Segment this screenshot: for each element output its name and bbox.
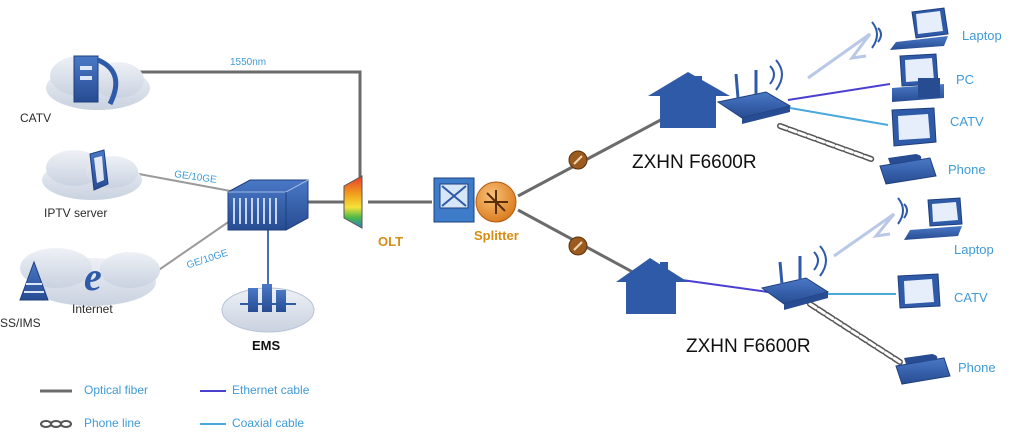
- legend-phone-label: Phone line: [84, 416, 141, 430]
- olt-icon: [343, 175, 363, 229]
- aggregation-switch-icon: [227, 179, 309, 231]
- lower-ont-model-label: ZXHN F6600R: [686, 336, 811, 357]
- legend-coaxial-label: Coaxial cable: [232, 416, 305, 430]
- olt-label: OLT: [378, 234, 404, 249]
- upper-catv-tv-icon: [891, 107, 937, 147]
- ge-link-iptv: [127, 171, 237, 193]
- lower-laptop-label: Laptop: [954, 242, 994, 257]
- upper-ont-router-icon: [716, 59, 792, 124]
- upper-phone-label: Phone: [948, 162, 986, 177]
- ems-icon: [221, 284, 315, 333]
- upper-catv-label: CATV: [950, 114, 984, 129]
- ethernet-to-lower-router: [681, 279, 769, 293]
- upper-house-icon: [648, 72, 730, 128]
- upper-phone-icon: [879, 154, 937, 185]
- upper-laptop-icon: [871, 7, 949, 50]
- catv-source-label: CATV: [20, 111, 52, 125]
- ge-links: [127, 171, 269, 290]
- fiber-connector-lower-icon: [568, 236, 588, 256]
- svg-text:e: e: [84, 254, 102, 299]
- lower-phone-icon: [895, 354, 951, 385]
- fiber-connector-upper-icon: [568, 150, 588, 170]
- ethernet-to-pc: [787, 83, 891, 101]
- upper-pc-label: PC: [956, 72, 975, 87]
- internet-cloud-icon: e: [20, 248, 160, 306]
- lower-home-cables: [681, 212, 903, 365]
- upper-laptop-label: Laptop: [962, 28, 1002, 43]
- wifi-bolt-upper: [807, 32, 872, 80]
- iptv-server-icon: [42, 149, 142, 200]
- fiber-splitter-to-upper-ont: [517, 113, 671, 198]
- upper-pc-icon: [892, 53, 944, 102]
- legend-swatches: [40, 389, 226, 428]
- upper-ont-model-label: ZXHN F6600R: [632, 152, 757, 173]
- legend-optical-label: Optical fiber: [84, 383, 149, 397]
- legend-ethernet-label: Ethernet cable: [232, 383, 310, 397]
- ims-label: SS/IMS: [0, 316, 41, 330]
- catv-source-icon: [46, 55, 150, 110]
- legend-phone-swatch: [40, 420, 72, 428]
- internet-label: Internet: [72, 302, 113, 316]
- upper-home-cables: [777, 32, 891, 163]
- ge-link-internet: [149, 213, 241, 277]
- lower-house-icon: [616, 258, 688, 314]
- lower-catv-tv-icon: [897, 273, 941, 309]
- ims-pyramid-icon: [19, 260, 49, 301]
- splitter-icon: [433, 177, 517, 223]
- lower-ont-router-icon: [760, 245, 830, 310]
- wavelength-label: 1550nm: [230, 57, 267, 68]
- fiber-catv-to-olt: [128, 70, 362, 192]
- lower-catv-label: CATV: [954, 290, 988, 305]
- splitter-label: Splitter: [474, 228, 519, 243]
- lower-laptop-icon: [897, 197, 963, 240]
- iptv-server-label: IPTV server: [44, 206, 108, 220]
- coax-to-catv: [789, 107, 889, 126]
- ems-label: EMS: [252, 338, 281, 353]
- wifi-bolt-lower: [833, 212, 896, 258]
- lower-phone-label: Phone: [958, 360, 996, 375]
